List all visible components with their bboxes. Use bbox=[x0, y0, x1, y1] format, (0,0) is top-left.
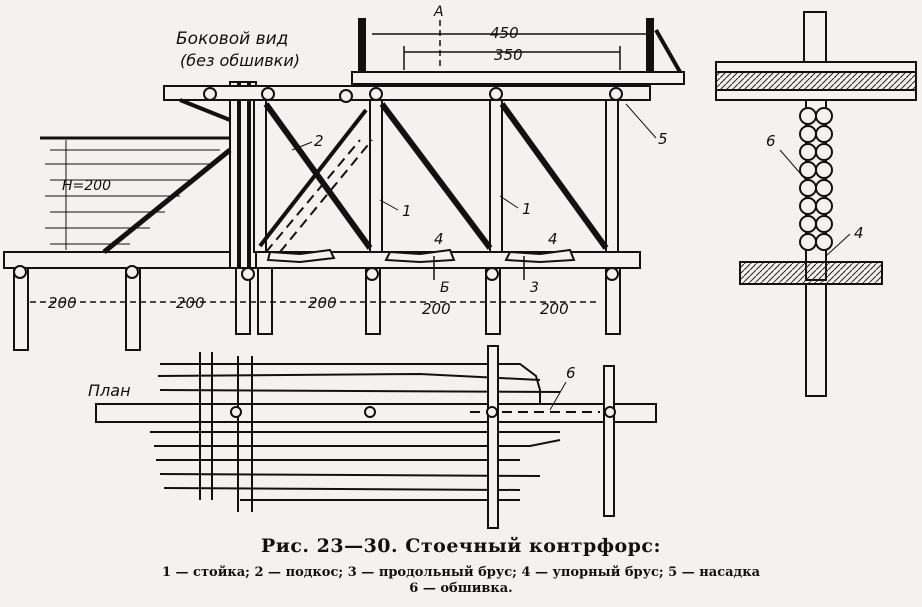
sheathing-wall bbox=[229, 81, 257, 269]
side-view-title: Боковой вид bbox=[176, 29, 288, 49]
spacing-label-2: 200 bbox=[176, 294, 205, 312]
posts bbox=[253, 99, 619, 253]
water-body bbox=[40, 136, 232, 250]
braces bbox=[102, 98, 609, 254]
caption-legend-line-2: 6 — обшивка. bbox=[409, 581, 513, 596]
section-a-mark: A bbox=[433, 4, 444, 20]
mark-1a: 1 bbox=[402, 202, 412, 220]
mark-2: 2 bbox=[314, 132, 324, 150]
mark-3: 3 bbox=[530, 280, 539, 296]
piles bbox=[13, 267, 621, 351]
labels: Боковой вид (без обшивки) План H=200 450… bbox=[48, 4, 864, 400]
caption-legend-line-1: 1 — стойка; 2 — подкос; 3 — продольный б… bbox=[161, 565, 761, 580]
plan-post bbox=[487, 345, 499, 529]
mark-5: 5 bbox=[658, 130, 668, 148]
plan-post-right bbox=[603, 365, 615, 517]
spacing-label-5: 200 bbox=[540, 300, 569, 318]
dim-450-label: 450 bbox=[490, 24, 519, 42]
dim-350-label: 350 bbox=[494, 46, 523, 64]
mark-4-section: 4 bbox=[854, 224, 864, 242]
mark-1b: 1 bbox=[522, 200, 532, 218]
buttress-drawing: Боковой вид (без обшивки) План H=200 450… bbox=[3, 4, 917, 529]
upper-platform bbox=[351, 71, 685, 85]
cap-beam bbox=[163, 85, 651, 101]
cross-section bbox=[715, 11, 917, 397]
side-view bbox=[3, 18, 685, 351]
side-view-note: (без обшивки) bbox=[180, 51, 300, 70]
thrust-beams bbox=[266, 248, 576, 264]
water-depth-label: H=200 bbox=[62, 178, 111, 194]
mark-6-plan: 6 bbox=[566, 364, 576, 382]
spacing-label-4: 200 bbox=[422, 300, 451, 318]
bolts bbox=[13, 87, 623, 281]
mark-6-section: 6 bbox=[766, 132, 776, 150]
spacing-label-1: 200 bbox=[48, 294, 77, 312]
sheathing-section bbox=[799, 107, 833, 251]
caption-legend: 1 — стойка; 2 — подкос; 3 — продольный б… bbox=[0, 565, 922, 597]
dimension-lines bbox=[30, 20, 646, 303]
mark-4a: 4 bbox=[434, 230, 444, 248]
plan-view bbox=[95, 345, 657, 529]
section-b-mark: Б bbox=[440, 280, 450, 296]
plan-title: План bbox=[88, 381, 131, 400]
spacing-label-3: 200 bbox=[308, 294, 337, 312]
caption-title: Рис. 23—30. Стоечный контрфорс: bbox=[260, 535, 662, 557]
mark-4b: 4 bbox=[548, 230, 558, 248]
leader-lines bbox=[291, 103, 851, 411]
